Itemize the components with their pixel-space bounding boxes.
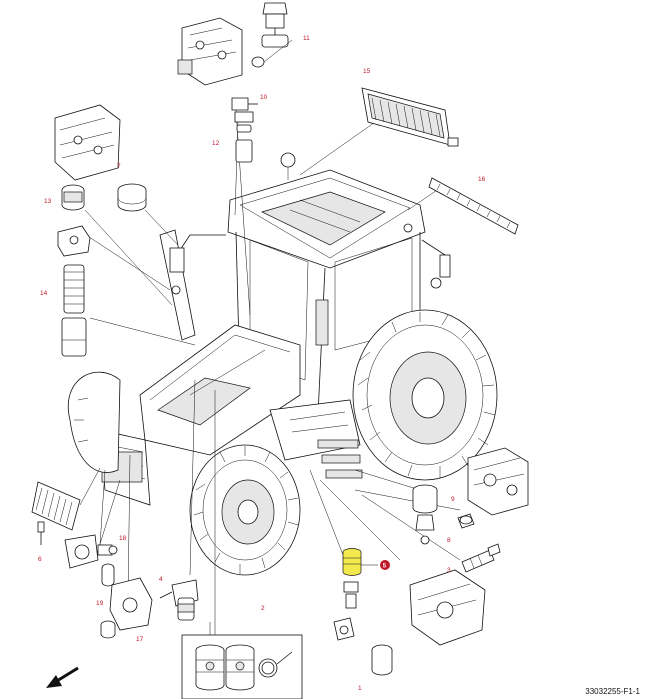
injection-pump [109, 577, 153, 631]
callout-3[interactable]: 3 [447, 567, 451, 574]
callout-19[interactable]: 19 [96, 600, 104, 607]
callout-18[interactable]: 18 [119, 535, 127, 542]
part-14-hydraulic-filter [61, 264, 87, 357]
part-2-filter-kit [181, 634, 303, 699]
part-6-radiator [31, 481, 81, 545]
part-13-filter [61, 184, 85, 211]
callout-10[interactable]: 10 [260, 94, 268, 101]
front-axle-housing [409, 569, 486, 646]
callout-1[interactable]: 1 [358, 685, 362, 692]
transmission-valve-block [54, 104, 121, 181]
tractor-illustration [67, 152, 498, 576]
callout-14[interactable]: 14 [40, 290, 48, 297]
callout-13[interactable]: 13 [44, 198, 52, 205]
part-8-filter [457, 513, 475, 529]
callout-9[interactable]: 9 [451, 496, 455, 503]
front-arrow-icon [46, 666, 79, 688]
callout-6[interactable]: 6 [38, 556, 42, 563]
part-11-filter-element [251, 2, 293, 68]
hydraulic-valve-block [177, 17, 243, 86]
callout-2[interactable]: 2 [261, 605, 265, 612]
part-19-filter [101, 563, 115, 587]
callout-16[interactable]: 16 [478, 176, 486, 183]
callout-5-marker[interactable] [380, 560, 390, 570]
callout-5[interactable]: 5 [383, 563, 387, 569]
callout-4[interactable]: 4 [159, 576, 163, 583]
transmission-housing [467, 447, 529, 516]
callout-11[interactable]: 11 [303, 35, 310, 42]
drawing-reference-number: 33032255-F1-1 [585, 687, 640, 696]
callout-17[interactable]: 17 [136, 636, 144, 643]
filter-head-bracket [57, 225, 91, 257]
callout-labels: 11 10 12 15 16 7 13 14 6 18 19 17 4 2 9 … [38, 35, 486, 692]
callout-12[interactable]: 12 [212, 140, 220, 147]
part-18-pump [64, 534, 118, 569]
callout-8[interactable]: 8 [447, 537, 451, 544]
part-12-filter [234, 111, 254, 163]
part-3-filter-cartridge [461, 543, 501, 573]
part-16-recirculation-filter [428, 177, 519, 235]
part-4-fuel-prefilter [159, 579, 199, 621]
part-5-fuel-filter-highlighted[interactable] [333, 548, 393, 676]
part-10-sensor [231, 97, 258, 111]
callout-7[interactable]: 7 [117, 163, 121, 170]
part-7-oil-filter [117, 183, 147, 212]
callout-15[interactable]: 15 [363, 68, 371, 75]
part-15-cab-air-filter [361, 87, 459, 147]
part-17-cap [100, 620, 116, 639]
part-9-filter [412, 484, 438, 545]
